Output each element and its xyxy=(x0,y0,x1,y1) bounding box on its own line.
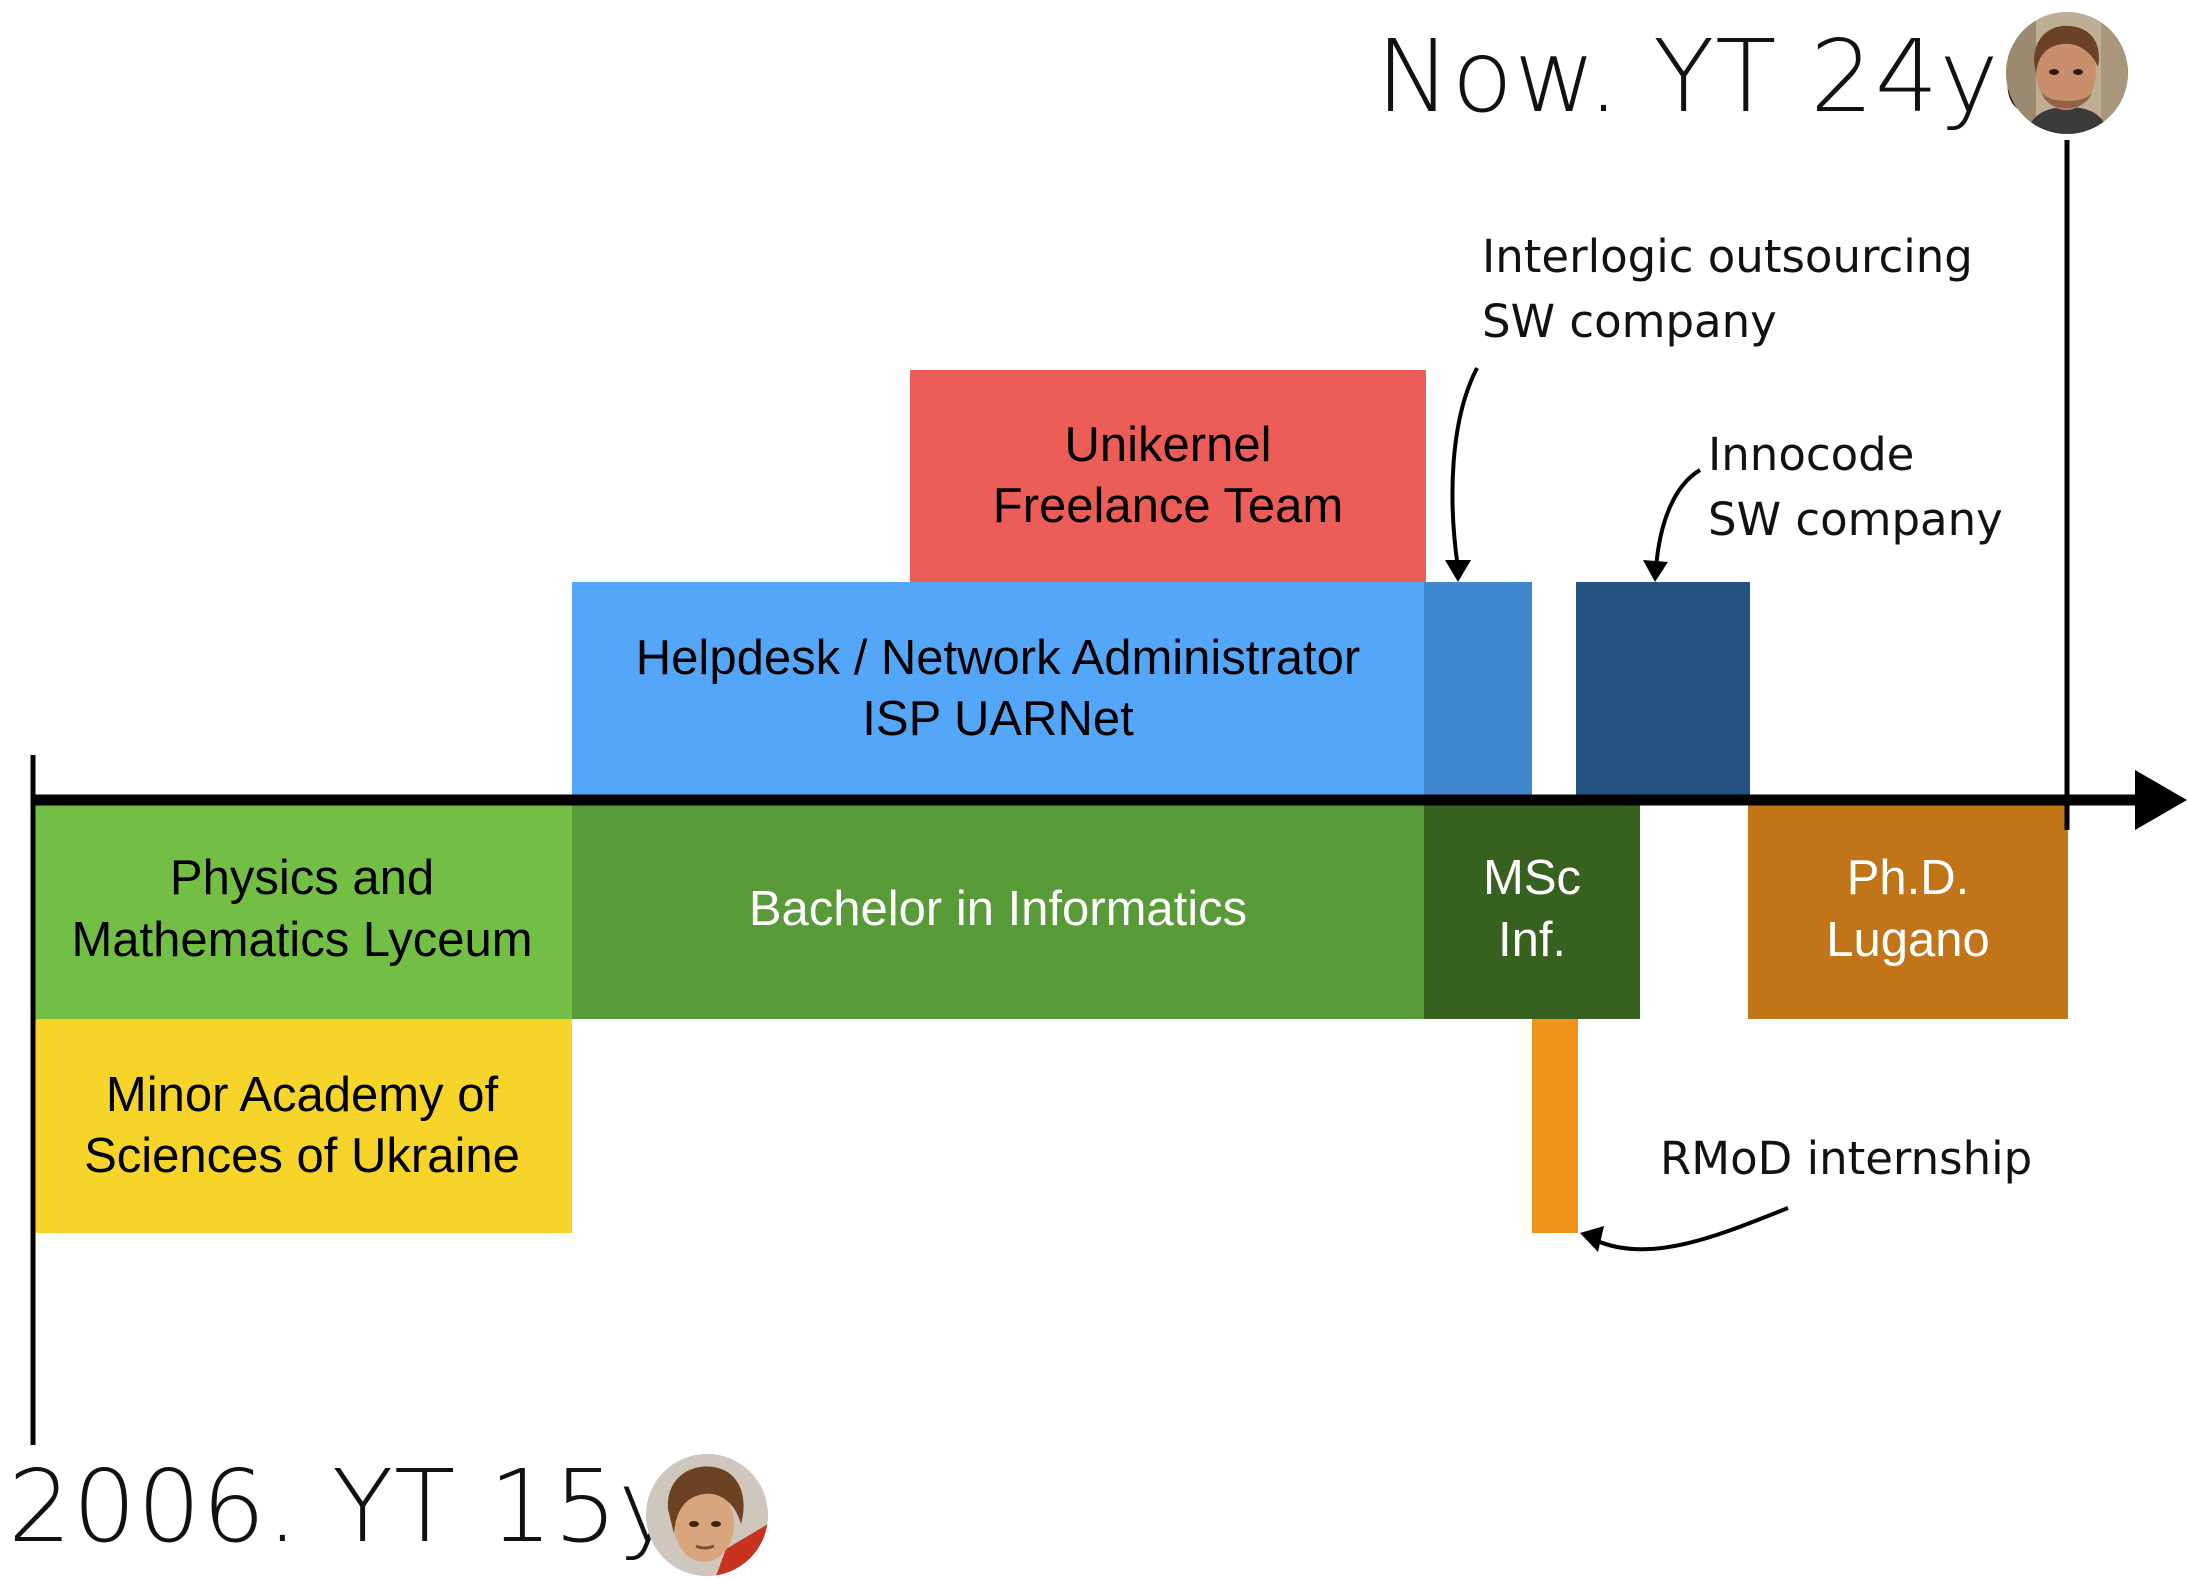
start-label: 2006. YT 15yo xyxy=(8,1448,741,1565)
innocode-arrow xyxy=(1654,468,1702,569)
interlogic-block xyxy=(1424,582,1532,796)
interlogic-annotation: Interlogic outsourcing SW company xyxy=(1482,230,1973,349)
end-label: Now. YT 24yo xyxy=(1376,18,2062,135)
rmod-arrow xyxy=(1594,1206,1789,1252)
young-portrait-avatar xyxy=(646,1454,768,1576)
bachelor-block: Bachelor in Informatics xyxy=(572,800,1424,1019)
unikernel-block: Unikernel Freelance Team xyxy=(910,370,1426,582)
physics-lyceum-label: Physics and Mathematics Lyceum xyxy=(71,851,533,967)
adult-portrait-avatar xyxy=(2006,12,2128,134)
bachelor-label: Bachelor in Informatics xyxy=(748,881,1248,936)
rmod-annotation: RMoD internship xyxy=(1660,1132,2033,1185)
minor-academy-label: Minor Academy of Sciences of Ukraine xyxy=(84,1067,520,1183)
axis-arrowhead xyxy=(2135,770,2187,830)
helpdesk-block: Helpdesk / Network Administrator ISP UAR… xyxy=(572,582,1424,796)
minor-academy-block: Minor Academy of Sciences of Ukraine xyxy=(32,1019,572,1233)
innocode-annotation: Innocode SW company xyxy=(1708,428,2003,547)
phd-block: Ph.D. Lugano xyxy=(1748,800,2068,1019)
rmod-block xyxy=(1532,1019,1578,1233)
innocode-block xyxy=(1576,582,1750,796)
interlogic-arrow xyxy=(1450,367,1479,569)
unikernel-label: Unikernel Freelance Team xyxy=(992,417,1344,533)
msc-label: MSc Inf. xyxy=(1483,851,1581,967)
helpdesk-label: Helpdesk / Network Administrator ISP UAR… xyxy=(635,630,1361,746)
phd-label: Ph.D. Lugano xyxy=(1826,851,1990,967)
msc-block: MSc Inf. xyxy=(1424,800,1640,1019)
physics-lyceum-block: Physics and Mathematics Lyceum xyxy=(32,800,572,1019)
